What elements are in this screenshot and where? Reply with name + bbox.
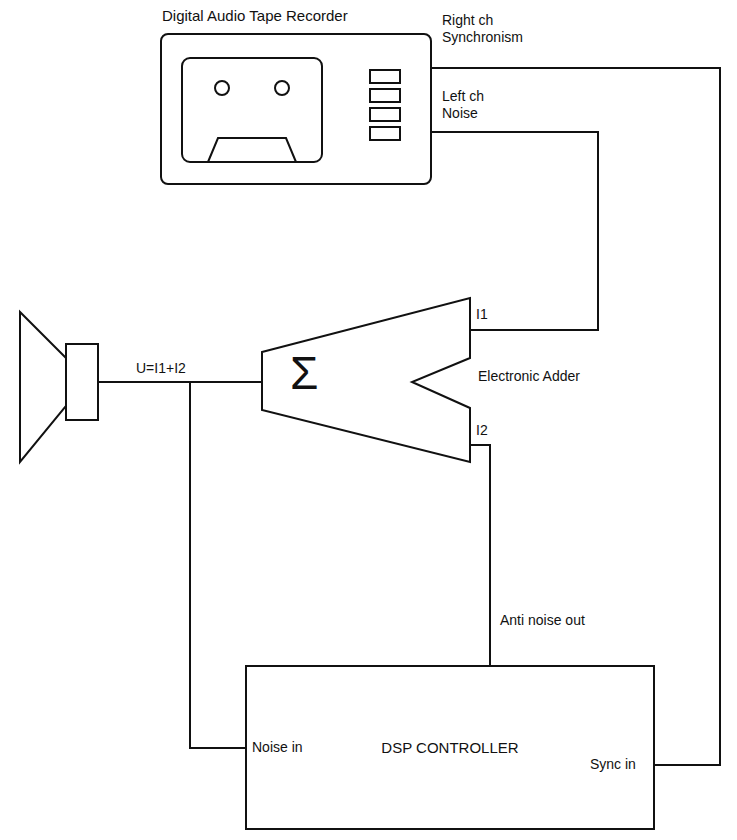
button [370,89,400,102]
signal-label: U=I1+I2 [136,360,186,377]
speaker-cone [20,312,66,462]
button [370,108,400,121]
node-heading: Digital Audio Tape Recorder [162,7,348,24]
recorder-box: Digital Audio Tape Recorder [160,33,432,185]
wire [190,382,262,748]
adder-outline [262,298,470,462]
channel-label: Left ch Noise [442,88,504,122]
node-heading: Electronic Adder [478,368,580,384]
signal-label: Anti noise out [500,612,585,629]
reel [215,81,229,95]
adder-symbol: ΣElectronic Adder [262,298,470,462]
port-label: Sync in [590,756,636,773]
wire [470,445,490,665]
speaker-magnet [66,344,98,420]
wire [432,68,720,765]
cassette [182,58,322,162]
port-label: Noise in [252,739,303,756]
button [370,127,400,140]
tape-window [208,138,296,162]
input-label: I2 [476,422,488,439]
wire [432,132,598,330]
sigma-symbol: Σ [290,350,318,396]
input-label: I1 [476,306,488,323]
speaker-wire [98,381,190,383]
reel [275,81,289,95]
node-title: DSP CONTROLLER [381,739,518,756]
channel-label: Right ch Synchronism [442,12,542,46]
controller-box: DSP CONTROLLER [245,665,655,830]
button [370,70,400,83]
